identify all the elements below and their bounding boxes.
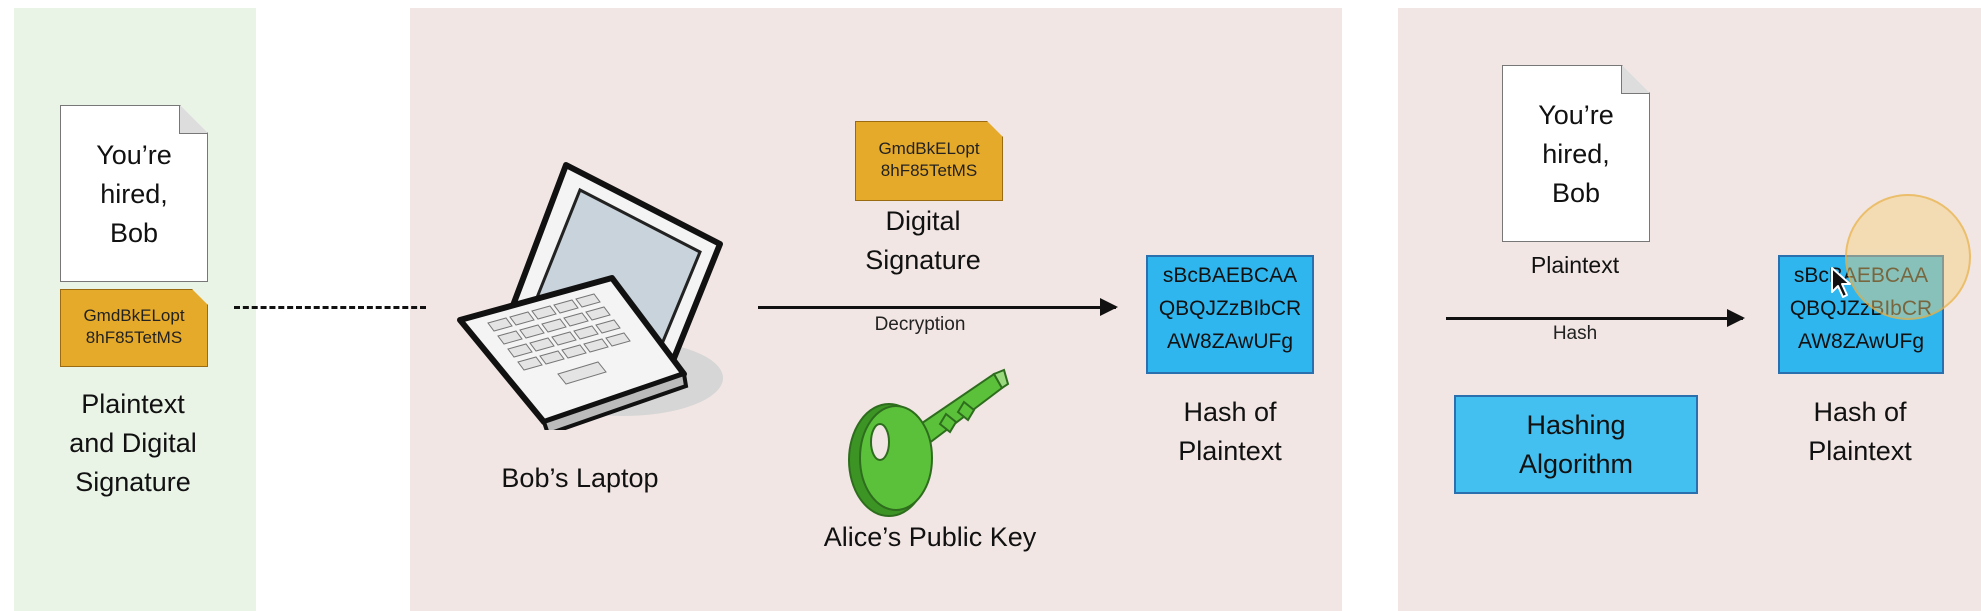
public-key-icon	[848, 368, 1010, 517]
hash-arrow	[1446, 309, 1745, 327]
digital-signature-badge: GmdBkELopt 8hF85TetMS	[855, 121, 1003, 201]
document-text: You’re hired, Bob	[1538, 100, 1614, 208]
mouse-pointer-icon	[1831, 267, 1851, 298]
hash-box: sBcBAEBCAA QBQJZzBIbCR AW8ZAwUFg	[1146, 255, 1314, 374]
document-text: You’re hired, Bob	[96, 140, 172, 248]
dotted-connector	[234, 306, 426, 309]
laptop-icon	[457, 162, 723, 430]
hash-arrow-label: Hash	[1552, 323, 1598, 344]
plaintext-document-icon: You’re hired, Bob	[60, 105, 208, 282]
plaintext-document-icon: You’re hired, Bob	[1502, 65, 1650, 242]
digital-signature-badge: GmdBkELopt 8hF85TetMS	[60, 289, 208, 367]
hash-label: Hash of Plaintext	[1178, 397, 1282, 466]
decryption-arrow	[758, 298, 1118, 316]
decryption-label: Decryption	[874, 314, 966, 335]
laptop-label: Bob’s Laptop	[501, 463, 659, 493]
plaintext-and-signature-caption: Plaintext and Digital Signature	[69, 389, 197, 497]
public-key-label: Alice’s Public Key	[823, 522, 1037, 552]
cursor-highlight	[1845, 194, 1971, 320]
plaintext-label: Plaintext	[1530, 252, 1620, 278]
signature-text: GmdBkELopt 8hF85TetMS	[878, 139, 980, 180]
digital-signature-label: Digital Signature	[865, 206, 981, 275]
signature-text: GmdBkELopt 8hF85TetMS	[83, 306, 185, 347]
hashing-algorithm-box: Hashing Algorithm	[1454, 395, 1698, 494]
hash-label: Hash of Plaintext	[1808, 397, 1912, 466]
